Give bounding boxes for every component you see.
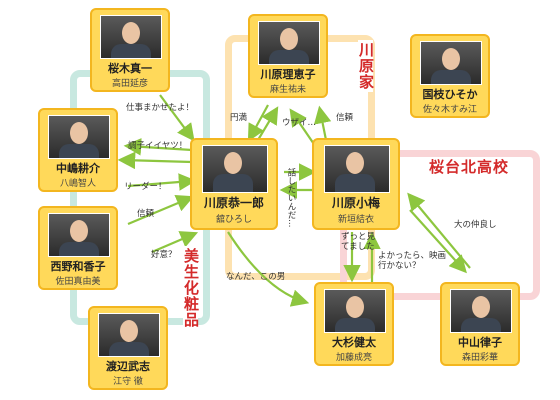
person-card-kyoichiro: 川原恭一郎 舘ひろし [190,138,278,230]
role-name: 西野和香子 [50,260,106,273]
person-card-nakajima: 中嶋耕介 八嶋智人 [38,108,118,192]
role-name: 中山律子 [458,336,502,349]
relation-label-harmony: 円満 [230,113,248,123]
portrait-sakuragi [100,15,162,59]
arrow-riekoko-kyoichiro [247,104,269,142]
person-card-sakuragi: 桜木真一 高田延彦 [90,8,170,92]
relation-label-annoying: ウザイ… [282,118,317,128]
relation-label-watched: ずっと見てました [341,232,376,252]
arrow-kyoichiro-nakajima-2 [117,151,193,170]
relation-label-best-friends: 大の仲良し [454,220,497,230]
arrow-kyoichiro-osugi [227,231,310,307]
arrow-kyoichiro-riekoko [257,106,279,141]
actor-name: 森田彩華 [461,353,498,363]
actor-name: 八嶋智人 [59,179,96,189]
role-name: 大杉健太 [332,336,376,349]
role-name: 川原恭一郎 [203,196,264,210]
role-name: 川原小梅 [331,196,380,210]
actor-name: 麻生祐未 [269,85,306,95]
person-card-hisoka: 国枝ひそか 佐々木すみ江 [410,34,490,118]
actor-name: 江守 徹 [113,377,143,387]
arrow-koume-nakayama [409,209,467,274]
portrait-nishino [48,213,110,257]
relation-label-leader: リーダー！ [124,182,167,192]
actor-name: 高田延彦 [111,79,148,89]
person-card-riekoko: 川原理恵子 麻生祐未 [248,14,328,98]
arrow-nakajima-kyoichiro [127,173,197,191]
role-name: 中嶋耕介 [56,162,100,175]
portrait-osugi [324,289,386,333]
arrow-kyoichiro-nakajima-1 [123,138,193,156]
arrow-nishino-kyoichiro-2 [151,231,199,254]
role-name: 国枝ひそか [422,88,478,101]
relation-label-want-talk: 話したいんだ… [286,168,296,228]
actor-name: 舘ひろし [215,215,252,225]
relation-label-work: 仕事まかせたよ！ [126,103,195,113]
role-name: 渡辺武志 [106,360,150,373]
person-card-nakayama: 中山律子 森田彩華 [440,282,520,366]
relation-label-who-is-this: なんだ、この男 [226,272,286,282]
group-label-kawa: 川原家 [357,40,375,92]
person-card-osugi: 大杉健太 加藤成亮 [314,282,394,366]
relation-label-movie: よかったら、映画行かない？ [378,251,447,271]
group-label-sakura: 桜台北高校 [426,160,513,175]
relation-label-affection: 好意？ [151,250,177,260]
portrait-kyoichiro [202,145,268,193]
arrow-koume-riekoko-2 [313,105,332,141]
relation-label-trust-koume: 信頼 [336,113,354,123]
person-card-koume: 川原小梅 新垣結衣 [312,138,400,230]
actor-name: 新垣結衣 [337,215,374,225]
group-label-bisei: 美生化粧品 [182,246,200,330]
portrait-nakayama [450,289,512,333]
actor-name: 佐田真由美 [55,277,101,287]
actor-name: 佐々木すみ江 [422,105,477,115]
person-card-watanabe: 渡辺武志 江守 徹 [88,306,168,390]
role-name: 川原理恵子 [260,68,316,81]
portrait-hisoka [420,41,482,85]
relation-label-flatterer: 調子イイヤツ！ [128,141,188,151]
arrow-sakuragi-kyoichiro [159,94,195,142]
person-card-nishino: 西野和香子 佐田真由美 [38,206,118,290]
actor-name: 加藤成亮 [335,353,372,363]
portrait-koume [324,145,390,193]
portrait-riekoko [258,21,320,65]
portrait-watanabe [98,313,160,357]
portrait-nakajima [48,115,110,159]
arrow-nishino-kyoichiro-1 [127,194,195,226]
relation-label-trust-nishino: 信頼 [137,209,155,219]
role-name: 桜木真一 [108,62,152,75]
